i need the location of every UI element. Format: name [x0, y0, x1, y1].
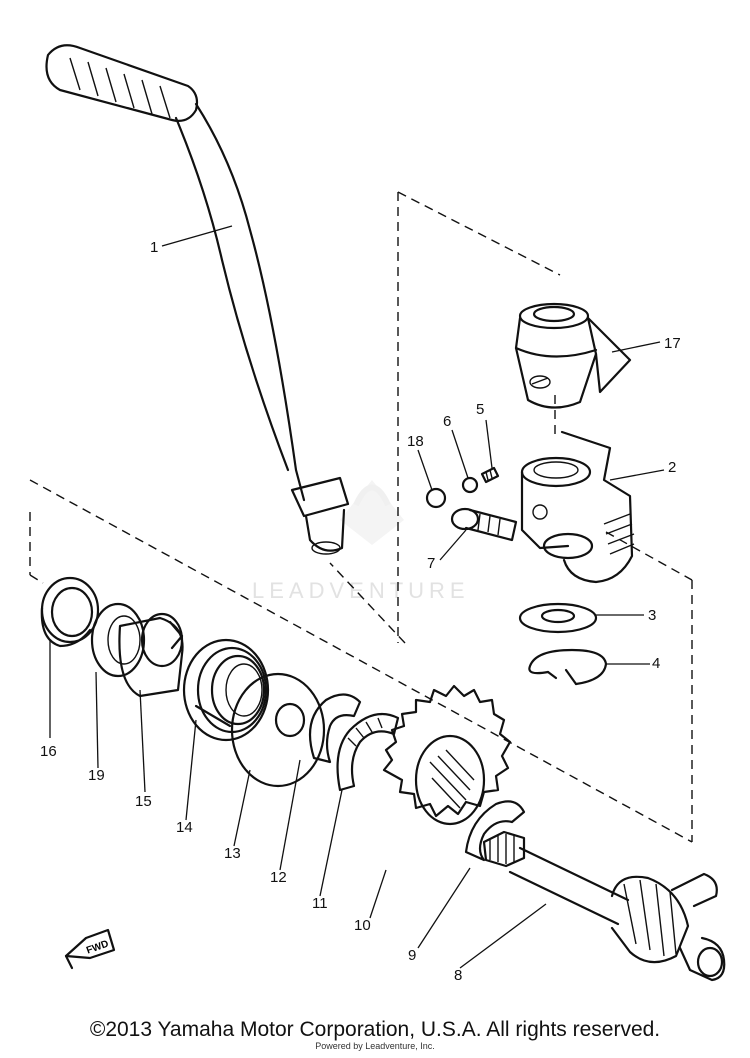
leader-lines — [49, 225, 665, 969]
kick-axle-part — [482, 830, 726, 982]
boss-part — [514, 302, 632, 409]
callout-10: 10 — [354, 917, 371, 934]
callout-15: 15 — [135, 793, 152, 810]
callout-6: 6 — [443, 413, 451, 430]
kick-lever-assembly — [520, 430, 635, 584]
circlip-part — [528, 648, 608, 686]
callout-14: 14 — [176, 819, 193, 836]
bolt-part — [450, 507, 518, 542]
fwd-label: FWD — [85, 939, 110, 957]
forward-arrow-icon — [64, 928, 116, 970]
copyright-notice: ©2013 Yamaha Motor Corporation, U.S.A. A… — [89, 1018, 661, 1041]
kick-gear-part — [382, 684, 512, 826]
callout-5: 5 — [476, 401, 484, 418]
spring-guide-part — [118, 612, 184, 698]
callout-18: 18 — [407, 433, 424, 450]
callout-13: 13 — [224, 845, 241, 862]
washer-part — [518, 602, 598, 634]
callout-4: 4 — [652, 655, 660, 672]
callout-9: 9 — [408, 947, 416, 964]
spring-clip-part — [336, 712, 400, 792]
callout-16: 16 — [40, 743, 57, 760]
circlip-12-part — [308, 693, 362, 764]
watermark-logo — [340, 480, 404, 545]
watermark-text: LEADVENTURE — [252, 578, 470, 603]
ball-pin-spring — [425, 466, 500, 509]
callout-2: 2 — [668, 459, 676, 476]
plate-clip-part — [464, 800, 526, 862]
callout-1: 1 — [150, 239, 158, 256]
plate-washer-part — [230, 672, 326, 788]
callout-7: 7 — [427, 555, 435, 572]
torsion-spring-part — [182, 638, 270, 742]
callout-11: 11 — [312, 895, 328, 912]
callout-19: 19 — [88, 767, 105, 784]
callout-12: 12 — [270, 869, 287, 886]
oil-seal-part — [40, 576, 100, 648]
callout-3: 3 — [648, 607, 656, 624]
callout-17: 17 — [664, 335, 681, 352]
washer-19-part — [90, 602, 146, 678]
powered-by-notice: Powered by Leadventure, Inc. — [315, 1041, 435, 1051]
kick-crank-lever — [45, 44, 350, 555]
callout-labels: 1 2 3 4 5 6 7 8 9 10 11 12 13 14 15 16 1… — [40, 239, 681, 984]
callout-8: 8 — [454, 967, 462, 984]
